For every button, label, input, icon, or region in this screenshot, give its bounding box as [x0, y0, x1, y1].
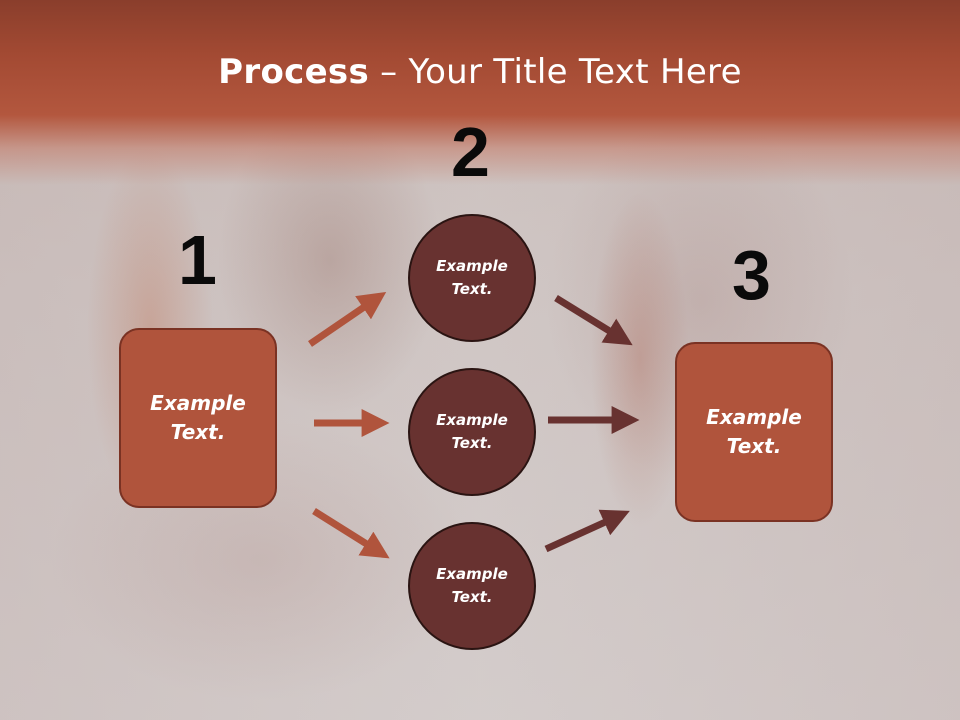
- title-bold: Process: [218, 52, 370, 92]
- step-2-circle-top: Example Text.: [408, 214, 536, 342]
- step-2-circle-middle: Example Text.: [408, 368, 536, 496]
- step-2-circle-top-text: Example Text.: [436, 257, 508, 298]
- header-band: [0, 0, 960, 185]
- step-number-1: 1: [178, 221, 217, 299]
- step-2-circle-middle-text: Example Text.: [436, 411, 508, 452]
- step-1-text: Example Text.: [150, 391, 246, 444]
- slide-title: Process – Your Title Text Here: [0, 52, 960, 92]
- arrow-1-to-2-bottom: [312, 508, 390, 559]
- step-number-3: 3: [732, 236, 771, 314]
- step-3-text: Example Text.: [706, 405, 802, 458]
- step-2-circle-bottom-text: Example Text.: [436, 565, 508, 606]
- step-3-box: Example Text.: [675, 342, 833, 522]
- title-rest: – Your Title Text Here: [369, 52, 742, 92]
- arrow-1-to-2-top: [308, 291, 387, 347]
- step-1-box: Example Text.: [119, 328, 277, 508]
- arrow-2-top-to-3: [554, 295, 633, 346]
- step-number-2: 2: [451, 113, 490, 191]
- step-2-circle-bottom: Example Text.: [408, 522, 536, 650]
- arrow-2-bottom-to-3: [544, 509, 630, 553]
